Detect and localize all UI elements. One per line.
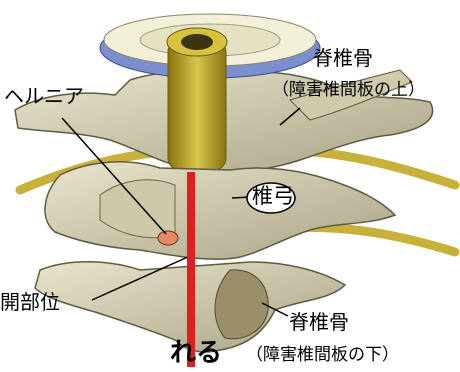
hernia-label: ヘルニア bbox=[4, 86, 84, 106]
hernia bbox=[158, 231, 178, 245]
middle-vertebra bbox=[45, 162, 395, 259]
arch-label: 椎弓 bbox=[252, 186, 294, 207]
incision-label: 開部位 bbox=[0, 292, 60, 312]
cut-off-text: れる bbox=[170, 340, 222, 366]
upper-vertebra-label: 脊椎骨 bbox=[313, 48, 373, 68]
lower-vertebra-label: 脊椎骨 bbox=[289, 312, 349, 332]
spinal-cord bbox=[167, 28, 227, 170]
lower-vertebra-note: （障害椎間板の下） bbox=[246, 347, 399, 364]
upper-vertebra-note: （障害椎間板の上） bbox=[272, 82, 425, 99]
